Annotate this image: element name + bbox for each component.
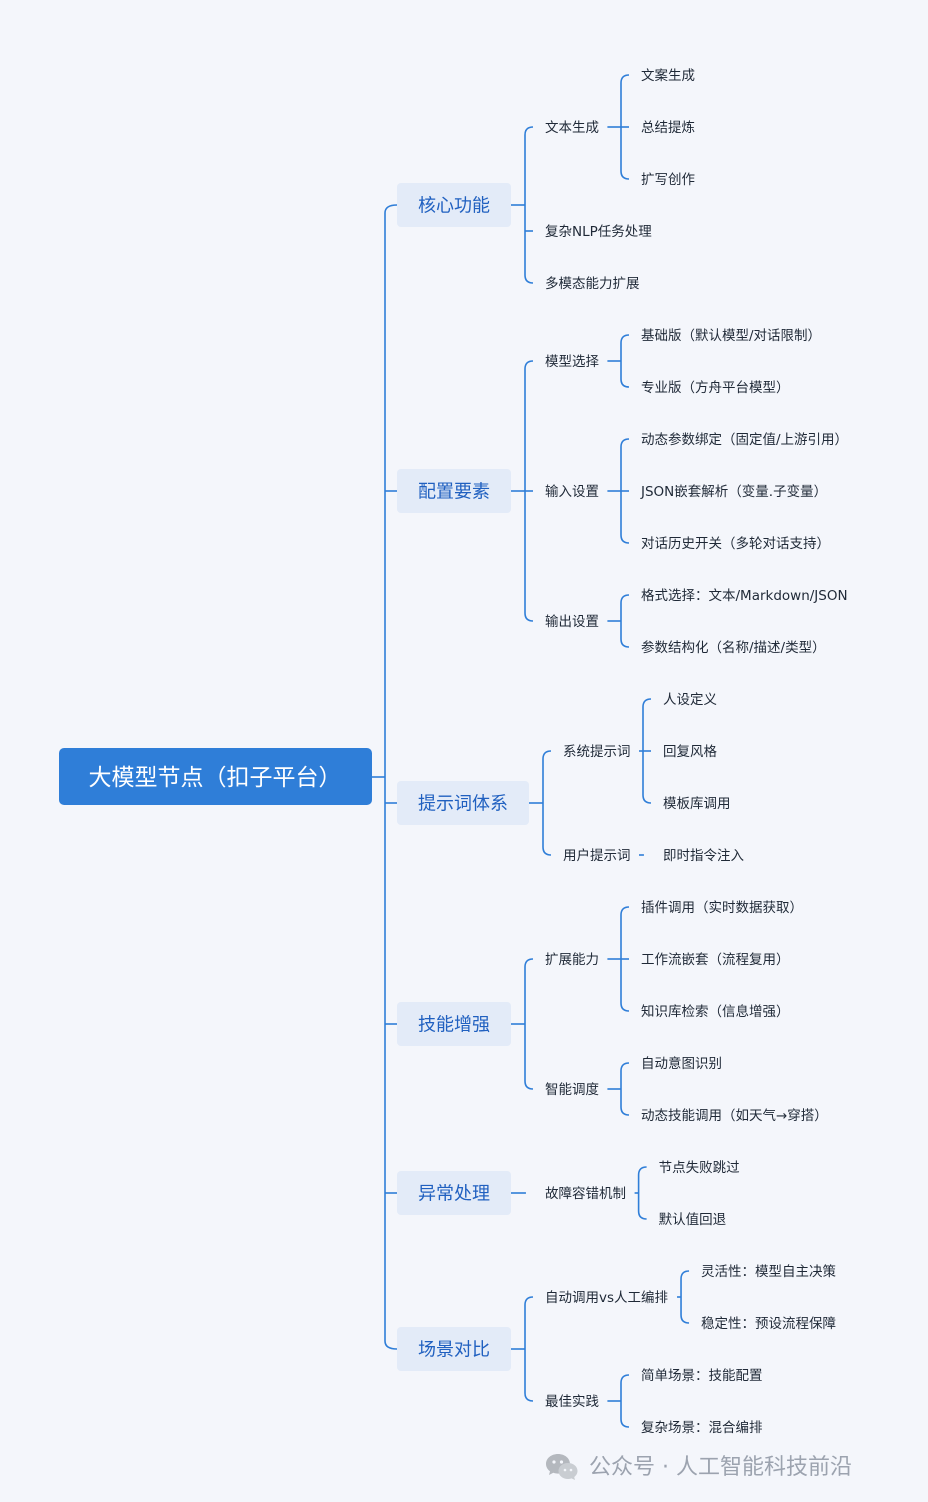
leaf-node-label[interactable]: 基础版（默认模型/对话限制） [641, 327, 821, 344]
branch-node-5[interactable]: 场景对比 [397, 1327, 511, 1371]
branch-label: 异常处理 [418, 1184, 490, 1205]
branch-label: 技能增强 [418, 1015, 490, 1036]
leaf-node-label[interactable]: 人设定义 [663, 692, 717, 708]
leaf-node-label[interactable]: 灵活性：模型自主决策 [701, 1263, 836, 1280]
leaf-node-label[interactable]: 文案生成 [641, 67, 695, 84]
leaf-node-label[interactable]: 自动意图识别 [641, 1055, 722, 1072]
leaf-node-label[interactable]: 默认值回退 [659, 1212, 727, 1228]
leaf-node-label[interactable]: 参数结构化（名称/描述/类型） [641, 639, 826, 656]
root-label: 大模型节点（扣子平台） [89, 765, 342, 791]
branch-label: 场景对比 [418, 1340, 490, 1361]
connector-lines [372, 74, 690, 1428]
branch-nodes: 核心功能 文本生成 文案生成总结提炼扩写创作复杂NLP任务处理多模态能力扩展配置要素… [397, 67, 848, 1436]
sub-node-label[interactable]: 输出设置 [545, 614, 599, 630]
leaf-node-label[interactable]: 简单场景：技能配置 [641, 1367, 763, 1384]
leaf-node-label[interactable]: 回复风格 [663, 743, 717, 760]
leaf-node-label[interactable]: 总结提炼 [641, 120, 695, 136]
branch-label: 核心功能 [418, 196, 490, 217]
branch-node-4[interactable]: 异常处理 [397, 1171, 511, 1215]
sub-node-label[interactable]: 模型选择 [545, 354, 599, 370]
watermark: 公众号 · 人工智能科技前沿 [546, 1454, 852, 1480]
sub-node-label[interactable]: 智能调度 [545, 1082, 599, 1098]
sub-node-label[interactable]: 多模态能力扩展 [545, 275, 640, 292]
watermark-text: 公众号 · 人工智能科技前沿 [589, 1455, 852, 1480]
leaf-node-label[interactable]: 插件调用（实时数据获取） [641, 900, 803, 916]
sub-node-label[interactable]: 自动调用vs人工编排 [545, 1290, 668, 1306]
leaf-node-label[interactable]: JSON嵌套解析（变量.子变量） [640, 484, 827, 500]
leaf-node-label[interactable]: 稳定性：预设流程保障 [701, 1316, 836, 1332]
leaf-node-label[interactable]: 模板库调用 [663, 796, 731, 812]
leaf-node-label[interactable]: 复杂场景：混合编排 [641, 1419, 763, 1436]
leaf-node-label[interactable]: 动态参数绑定（固定值/上游引用） [641, 431, 848, 448]
leaf-node-label[interactable]: 知识库检索（信息增强） [641, 1003, 790, 1020]
branch-label: 配置要素 [418, 482, 490, 503]
branch-node-1[interactable]: 配置要素 [397, 469, 511, 513]
sub-node-label[interactable]: 系统提示词 [563, 744, 631, 760]
branch-node-2[interactable]: 提示词体系 [397, 781, 529, 825]
leaf-node-label[interactable]: 工作流嵌套（流程复用） [641, 951, 790, 968]
sub-node-label[interactable]: 用户提示词 [563, 847, 631, 864]
sub-node-label[interactable]: 扩展能力 [545, 952, 599, 968]
sub-node-label[interactable]: 最佳实践 [545, 1394, 599, 1410]
branch-node-3[interactable]: 技能增强 [397, 1002, 511, 1046]
wechat-icon [546, 1454, 578, 1480]
sub-node-label[interactable]: 文本生成 [545, 120, 599, 136]
branch-label: 提示词体系 [418, 794, 508, 815]
sub-node-label[interactable]: 输入设置 [545, 484, 599, 500]
sub-node-label[interactable]: 故障容错机制 [545, 1185, 626, 1202]
leaf-node-label[interactable]: 节点失败跳过 [659, 1160, 740, 1176]
leaf-node-label[interactable]: 扩写创作 [641, 172, 695, 188]
root-node[interactable]: 大模型节点（扣子平台） [59, 748, 372, 805]
sub-node-label[interactable]: 复杂NLP任务处理 [545, 223, 652, 240]
leaf-node-label[interactable]: 对话历史开关（多轮对话支持） [641, 535, 830, 552]
branch-node-0[interactable]: 核心功能 [397, 183, 511, 227]
leaf-node-label[interactable]: 动态技能调用（如天气→穿搭） [641, 1108, 828, 1124]
leaf-node-label[interactable]: 即时指令注入 [663, 848, 744, 864]
leaf-node-label[interactable]: 格式选择：文本/Markdown/JSON [641, 588, 848, 604]
leaf-node-label[interactable]: 专业版（方舟平台模型） [641, 380, 790, 396]
